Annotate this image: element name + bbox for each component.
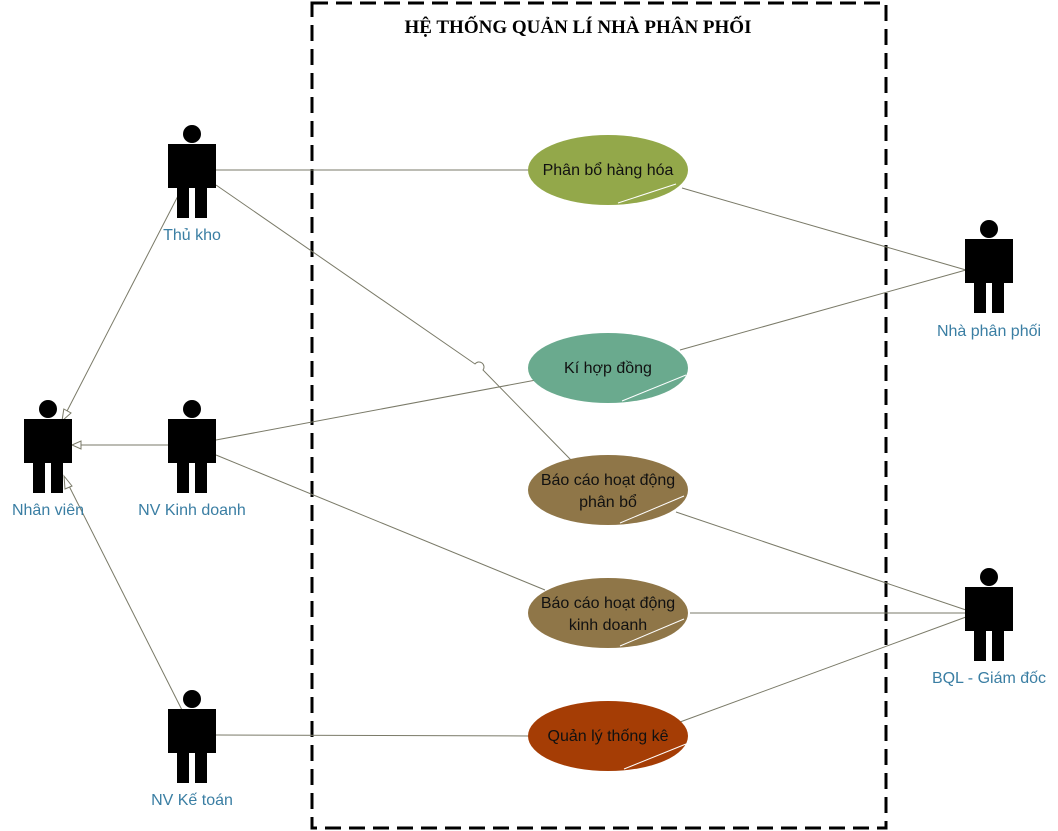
assoc-quan-ly-bql (679, 616, 967, 723)
actor-label: NV Kế toán (151, 792, 233, 809)
system-title: HỆ THỐNG QUẢN LÍ NHÀ PHÂN PHỐI (405, 16, 752, 38)
generalization-ke-toan (67, 483, 184, 713)
use-case-label-line-2: phân bổ (579, 493, 637, 511)
use-case-ki-hop-dong[interactable]: Kí hợp đồng (528, 333, 688, 403)
generalization-arrowhead-kinh-doanh (70, 440, 82, 450)
ellipse-highlight (617, 183, 677, 204)
use-case-phan-bo-hang-hoa[interactable]: Phân bổ hàng hóa (528, 135, 688, 205)
actor-figure-icon (965, 220, 1013, 313)
ellipse-highlight (619, 495, 685, 524)
actor-figure-icon (965, 568, 1013, 661)
use-case-ellipse (528, 333, 688, 403)
assoc-kinh-doanh-ki-hop-dong (215, 379, 537, 441)
associations (215, 169, 967, 737)
use-case-bao-cao-kinh-doanh[interactable]: Báo cáo hoạt động kinh doanh (528, 578, 688, 648)
assoc-kinh-doanh-bao-cao-kinh-doanh (215, 454, 546, 591)
actor-thu-kho[interactable]: Thủ kho (163, 125, 221, 244)
actor-nv-kinh-doanh[interactable]: NV Kinh doanh (138, 400, 246, 519)
ellipse-highlight (621, 374, 687, 402)
use-case-label-line-1: Báo cáo hoạt động (541, 472, 675, 489)
use-case-quan-ly-thong-ke[interactable]: Quản lý thống kê (528, 701, 688, 771)
use-case-label: Phân bổ hàng hóa (543, 161, 674, 179)
system-boundary (310, 1, 888, 830)
use-case-label: Kí hợp đồng (564, 360, 652, 377)
use-case-ellipse (528, 455, 688, 525)
use-case-ellipse (528, 701, 688, 771)
actor-figure-icon (168, 400, 216, 493)
generalization-arrowhead-ke-toan (63, 474, 73, 490)
generalizations (61, 191, 184, 713)
actor-label: BQL - Giám đốc (932, 670, 1046, 687)
actor-figure-icon (168, 690, 216, 783)
ellipse-highlight (619, 618, 685, 647)
use-case-label: Quản lý thống kê (548, 728, 669, 745)
generalization-arrowhead-thu-kho (61, 408, 72, 423)
actor-bql-giam-doc[interactable]: BQL - Giám đốc (932, 568, 1046, 687)
use-case-ellipse (528, 578, 688, 648)
actor-figure-icon (168, 125, 216, 218)
assoc-bao-cao-phan-bo-bql (675, 511, 967, 611)
assoc-phan-bo-nha-phan-phoi (681, 187, 967, 271)
use-case-bao-cao-phan-bo[interactable]: Báo cáo hoạt động phân bổ (528, 455, 688, 525)
actor-nhan-vien[interactable]: Nhân viên (12, 400, 84, 519)
generalization-thu-kho (64, 191, 181, 416)
actor-nv-ke-toan[interactable]: NV Kế toán (151, 690, 233, 809)
assoc-ki-hop-dong-nha-phan-phoi (679, 269, 967, 351)
actor-label: NV Kinh doanh (138, 502, 246, 519)
actor-label: Nhà phân phối (937, 323, 1041, 340)
assoc-thu-kho-bao-cao-phan-bo (215, 184, 572, 461)
use-case-label-line-2: kinh doanh (569, 617, 647, 634)
actor-label: Nhân viên (12, 502, 84, 519)
actor-nha-phan-phoi[interactable]: Nhà phân phối (937, 220, 1041, 340)
use-case-ellipse (528, 135, 688, 205)
ellipse-highlight (623, 743, 687, 770)
assoc-ke-toan-quan-ly (215, 734, 531, 737)
actor-label: Thủ kho (163, 227, 221, 244)
use-case-label-line-1: Báo cáo hoạt động (541, 595, 675, 612)
